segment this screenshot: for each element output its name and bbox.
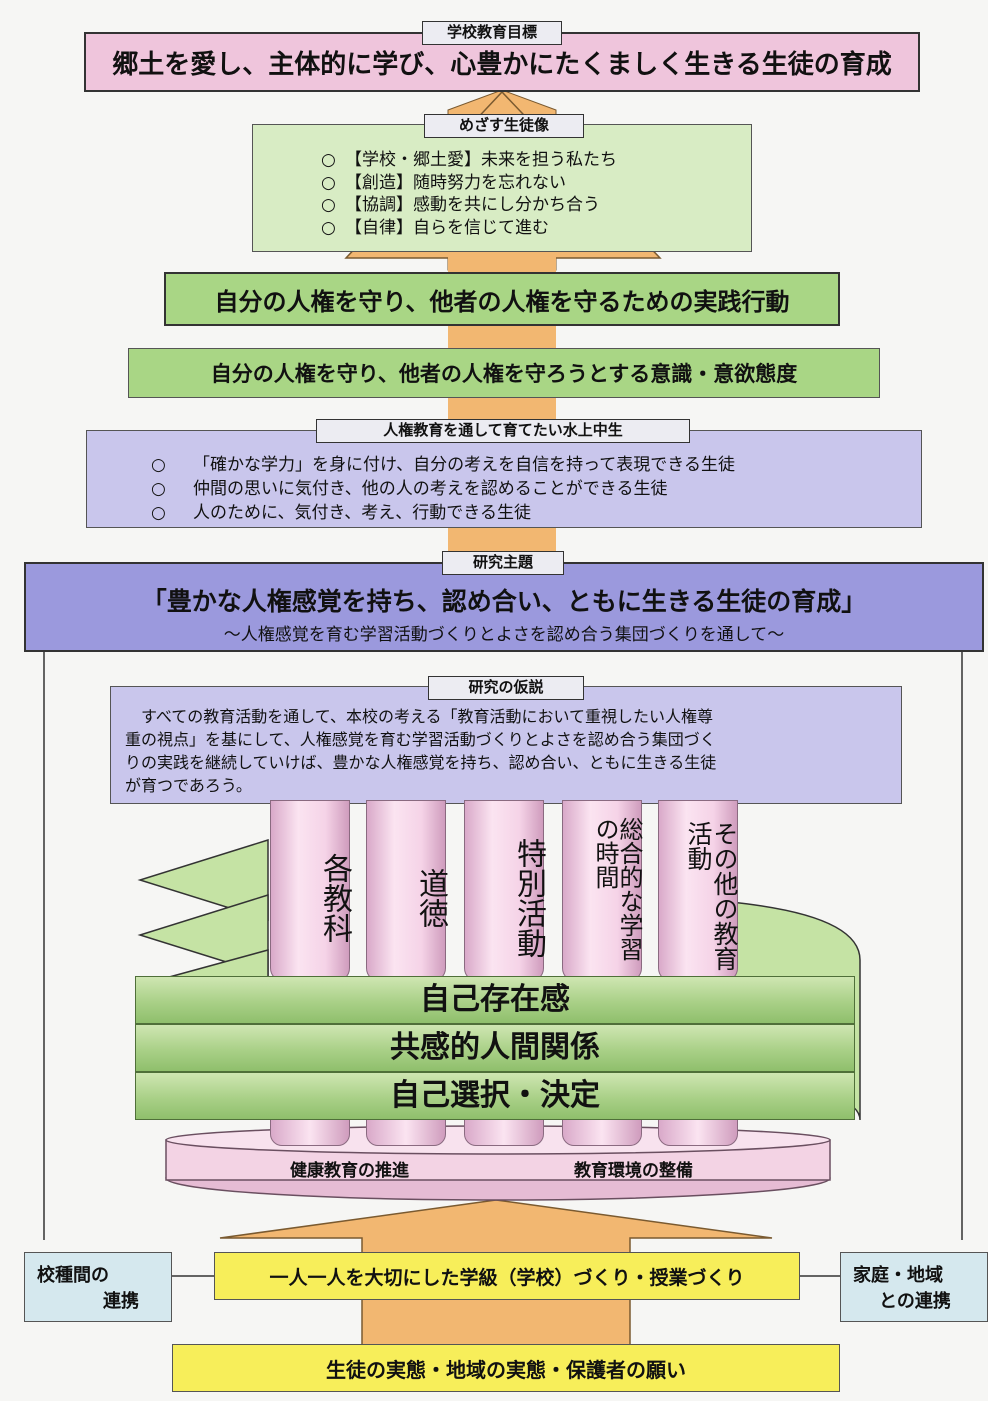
inter-school-box: 校種間の 連携 <box>24 1252 172 1322</box>
hypothesis-line: すべての教育活動を通して、本校の考える「教育活動において重視したい人権尊 <box>125 707 714 726</box>
school-goal-box: 郷土を愛し、主体的に学び、心豊かにたくましく生きる生徒の育成 <box>84 32 920 92</box>
ideal-item: ○【自律】自らを信じて進む <box>321 217 549 238</box>
school-goal-text: 郷土を愛し、主体的に学び、心豊かにたくましく生きる生徒の育成 <box>112 49 892 80</box>
pillar-integrated-study: 総合的な学習の時間 <box>562 800 643 982</box>
hr-education-tag: 人権教育を通して育てたい水上中生 <box>316 419 690 443</box>
foundation-box: 生徒の実態・地域の実態・保護者の願い <box>172 1344 840 1392</box>
ideal-student-tag: めざす生徒像 <box>424 114 584 138</box>
ideal-item: ○【創造】随時努力を忘れない <box>321 172 566 193</box>
pillar-base <box>270 1118 350 1146</box>
pillar-label: 道徳 <box>413 868 448 928</box>
pillar-label: 各教科 <box>317 853 352 943</box>
hypothesis-tag: 研究の仮説 <box>428 676 584 700</box>
hypothesis-line: りの実践を継続していけば、豊かな人権感覚を持ち、認め合い、ともに生きる生徒 <box>125 753 717 772</box>
research-theme-title: 「豊かな人権感覚を持ち、認め合い、ともに生きる生徒の育成」 <box>141 587 867 616</box>
family-line1: 家庭・地域 <box>853 1265 943 1286</box>
practice-action-box: 自分の人権を守り、他者の人権を守るための実践行動 <box>164 272 840 326</box>
family-community-box: 家庭・地域 との連携 <box>840 1252 988 1322</box>
hr-education-box: ○「確かな学力」を身に付け、自分の考えを自信を持って表現できる生徒 ○仲間の思い… <box>86 430 922 528</box>
classroom-building-text: 一人一人を大切にした学級（学校）づくり・授業づくり <box>269 1266 745 1289</box>
awareness-box: 自分の人権を守り、他者の人権を守ろうとする意識・意欲態度 <box>128 348 880 398</box>
ideal-student-box: ○【学校・郷土愛】未来を担う私たち ○【創造】随時努力を忘れない ○【協調】感動… <box>252 124 752 252</box>
hypothesis-line: 重の視点」を基にして、人権感覚を育む学習活動づくりとよさを認め合う集団づく <box>125 730 716 749</box>
pillar-base <box>464 1118 544 1146</box>
hr-item: ○仲間の思いに気付き、他の人の考えを認めることができる生徒 <box>151 479 668 499</box>
band-self-choice: 自己選択・決定 <box>135 1072 855 1120</box>
family-line2: との連携 <box>879 1291 951 1312</box>
pillar-base <box>562 1118 642 1146</box>
school-goal-tag: 学校教育目標 <box>422 21 562 45</box>
ideal-item: ○【学校・郷土愛】未来を担う私たち <box>321 150 617 170</box>
pillar-base <box>366 1118 446 1146</box>
classroom-building-box: 一人一人を大切にした学級（学校）づくり・授業づくり <box>214 1252 800 1300</box>
pillar-subjects: 各教科 <box>270 800 352 982</box>
chevron-1 <box>137 838 269 922</box>
research-theme-tag: 研究主題 <box>442 551 564 575</box>
environment-label: 教育環境の整備 <box>574 1161 693 1181</box>
pillar-moral: 道徳 <box>366 800 448 982</box>
pillar-label: その他の教育活動 <box>684 821 739 971</box>
band-self-presence: 自己存在感 <box>135 976 855 1024</box>
chevron-2 <box>137 893 269 977</box>
research-theme-box: 「豊かな人権感覚を持ち、認め合い、ともに生きる生徒の育成」 ～人権感覚を育む学習… <box>24 562 984 652</box>
health-education-label: 健康教育の推進 <box>290 1161 409 1181</box>
pillar-label: 総合的な学習の時間 <box>591 817 643 961</box>
practice-action-text: 自分の人権を守り、他者の人権を守るための実践行動 <box>214 287 790 316</box>
awareness-text: 自分の人権を守り、他者の人権を守ろうとする意識・意欲態度 <box>210 362 798 386</box>
inter-school-line2: 連携 <box>103 1291 139 1312</box>
foundation-text: 生徒の実態・地域の実態・保護者の願い <box>326 1357 686 1382</box>
hr-item: ○人のために、気付き、考え、行動できる生徒 <box>151 503 531 523</box>
pillar-other-activities: その他の教育活動 <box>658 800 739 982</box>
pillar-label: 特別活動 <box>511 838 546 958</box>
hypothesis-box: すべての教育活動を通して、本校の考える「教育活動において重視したい人権尊 重の視… <box>110 686 902 804</box>
band-empathy: 共感的人間関係 <box>135 1024 855 1072</box>
ideal-item: ○【協調】感動を共にし分かち合う <box>321 195 600 215</box>
inter-school-line1: 校種間の <box>37 1265 109 1286</box>
research-theme-subtitle: ～人権感覚を育む学習活動づくりとよさを認め合う集団づくりを通して～ <box>223 625 785 645</box>
hypothesis-line: が育つであろう。 <box>125 776 252 795</box>
pillar-base <box>658 1118 738 1146</box>
hr-item: ○「確かな学力」を身に付け、自分の考えを自信を持って表現できる生徒 <box>151 455 735 475</box>
pillar-special-activities: 特別活動 <box>464 800 546 982</box>
